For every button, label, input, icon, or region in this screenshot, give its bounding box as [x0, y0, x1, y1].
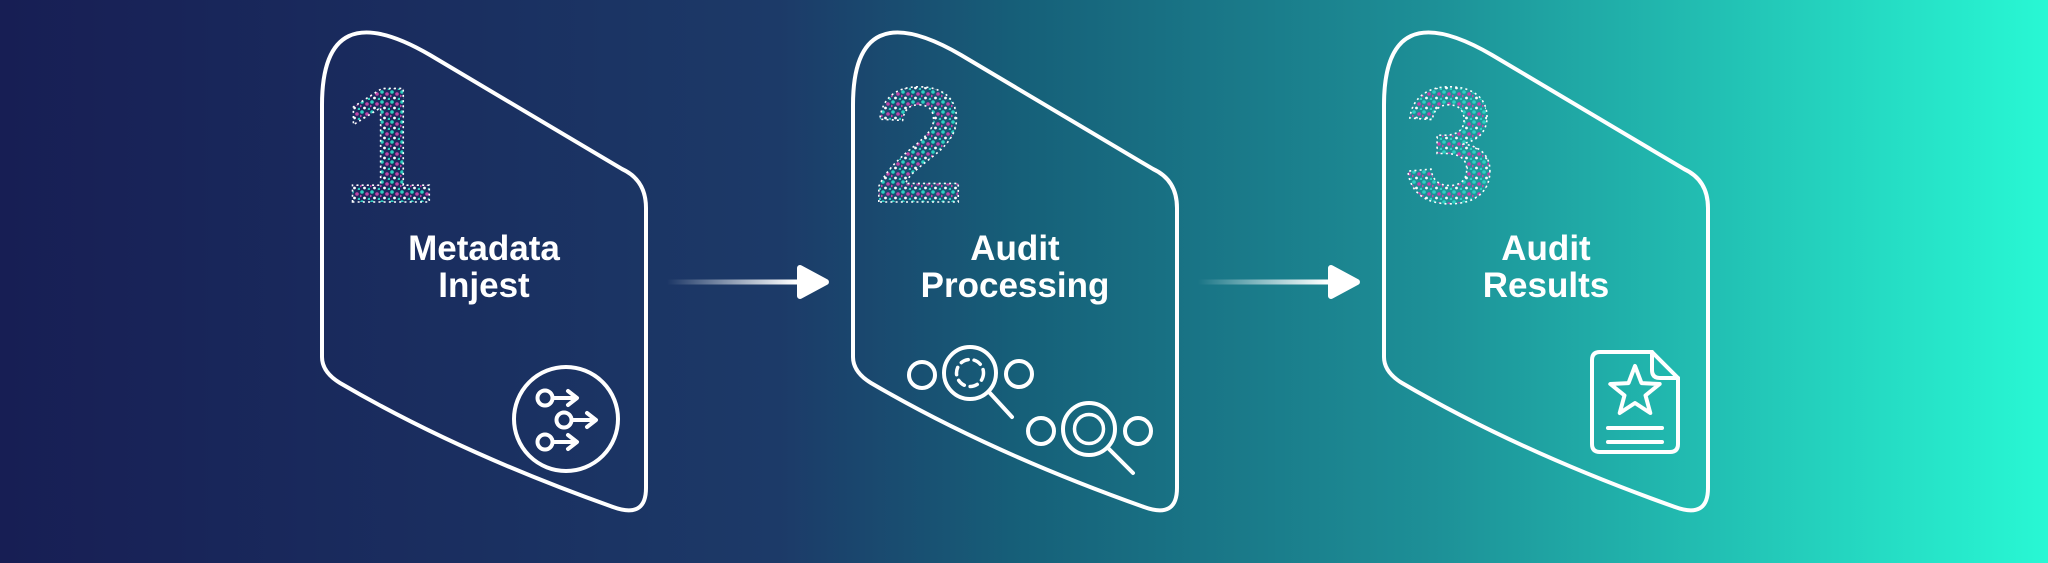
- flow-arrow-icon: [664, 265, 829, 299]
- node-circle: [1004, 359, 1034, 389]
- step-title-line2: Injest: [438, 266, 530, 305]
- step-title-line1: Metadata: [408, 229, 560, 268]
- step-card-2: 2 2 Audit Processing: [851, 30, 1179, 513]
- magnifier-cluster-icon: [907, 345, 1153, 475]
- step-title-line1: Audit: [970, 229, 1060, 268]
- step-card-outline: [320, 30, 648, 513]
- share-network-icon: [512, 365, 620, 473]
- node-circle: [1026, 416, 1056, 446]
- flow-arrow-icon: [1195, 265, 1360, 299]
- step-card-1: 1 1 Metadata Injest: [320, 30, 648, 513]
- step-number: 2: [873, 53, 965, 237]
- node-circle: [907, 360, 937, 390]
- step-number: 3: [1404, 53, 1496, 237]
- step-number-outline: 2: [873, 53, 965, 237]
- node-circle: [1123, 416, 1153, 446]
- step-number: 1: [342, 53, 434, 237]
- step-card-3: 3 3 Audit Results: [1382, 30, 1710, 513]
- starred-document-icon: [1590, 350, 1680, 454]
- star-icon: [1608, 364, 1662, 415]
- magnifying-glass-hatched-icon: [1061, 401, 1135, 475]
- folded-corner: [1650, 350, 1680, 380]
- step-card-outline: [1382, 30, 1710, 513]
- step-card-outline: [851, 30, 1179, 513]
- step-number-outline: 3: [1404, 53, 1496, 237]
- step-title-line2: Processing: [921, 266, 1110, 305]
- step-title-line2: Results: [1483, 266, 1609, 305]
- step-title-line1: Audit: [1501, 229, 1591, 268]
- magnifying-glass-dashed-icon: [942, 345, 1014, 419]
- step-number-outline: 1: [342, 53, 434, 237]
